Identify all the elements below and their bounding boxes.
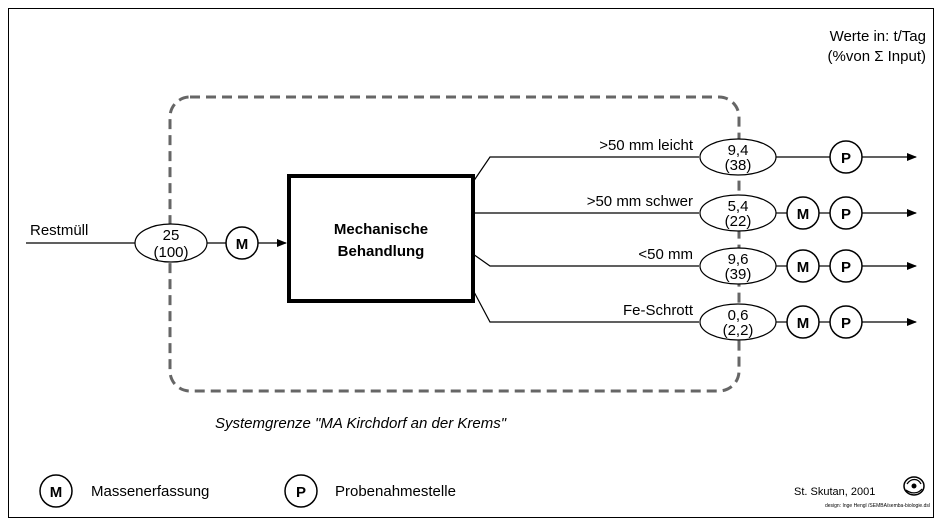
output-label: >50 mm schwer	[587, 193, 693, 210]
units-note: Werte in: t/Tag (%von Σ Input)	[828, 27, 926, 67]
output-value: 0,6	[728, 307, 749, 324]
legend-mass-text: Massenerfassung	[91, 483, 209, 500]
input-value: 25	[163, 227, 180, 244]
process-title-line2: Behandlung	[338, 243, 425, 260]
legend-mass-symbol-label: M	[50, 484, 63, 501]
mass-marker-label: M	[797, 259, 810, 276]
system-boundary-label: Systemgrenze "MA Kirchdorf an der Krems"	[215, 415, 507, 432]
input-label: Restmüll	[30, 222, 88, 239]
output-percent: (2,2)	[723, 322, 754, 339]
mass-marker-label: M	[797, 206, 810, 223]
sampling-marker-label: P	[841, 150, 851, 167]
system-boundary-line	[168, 95, 741, 393]
legend-sampling-text: Probenahmestelle	[335, 483, 456, 500]
output-value: 9,6	[728, 251, 749, 268]
sampling-marker-label: P	[841, 315, 851, 332]
mass-marker-label: M	[797, 315, 810, 332]
units-note-line1: Werte in: t/Tag	[829, 28, 926, 45]
legend-mass-symbol	[39, 474, 73, 508]
input-marker-label: M	[236, 236, 249, 253]
design-credit: design: Inge Hengl /SEMBA/semba-biologie…	[824, 503, 930, 509]
output-label: <50 mm	[638, 246, 693, 263]
input-percent: (100)	[153, 244, 188, 261]
process-box	[287, 174, 475, 303]
output-flow-line	[472, 253, 699, 267]
units-note-line2: (%von Σ Input)	[827, 48, 926, 65]
output-flow-line	[472, 289, 699, 323]
output-value: 5,4	[728, 198, 749, 215]
output-label: Fe-Schrott	[623, 302, 694, 319]
author-credit: St. Skutan, 2001	[794, 486, 876, 498]
sampling-marker-label: P	[841, 259, 851, 276]
legend-sampling-symbol	[284, 474, 318, 508]
output-percent: (38)	[725, 157, 752, 174]
semba-logo	[903, 476, 925, 496]
legend-sampling-symbol-label: P	[296, 484, 306, 501]
output-value: 9,4	[728, 142, 749, 159]
output-percent: (39)	[725, 266, 752, 283]
output-label: >50 mm leicht	[599, 137, 694, 154]
sampling-marker-label: P	[841, 206, 851, 223]
output-flow-line	[472, 156, 699, 183]
process-title-line1: Mechanische	[334, 221, 428, 238]
output-percent: (22)	[725, 213, 752, 230]
